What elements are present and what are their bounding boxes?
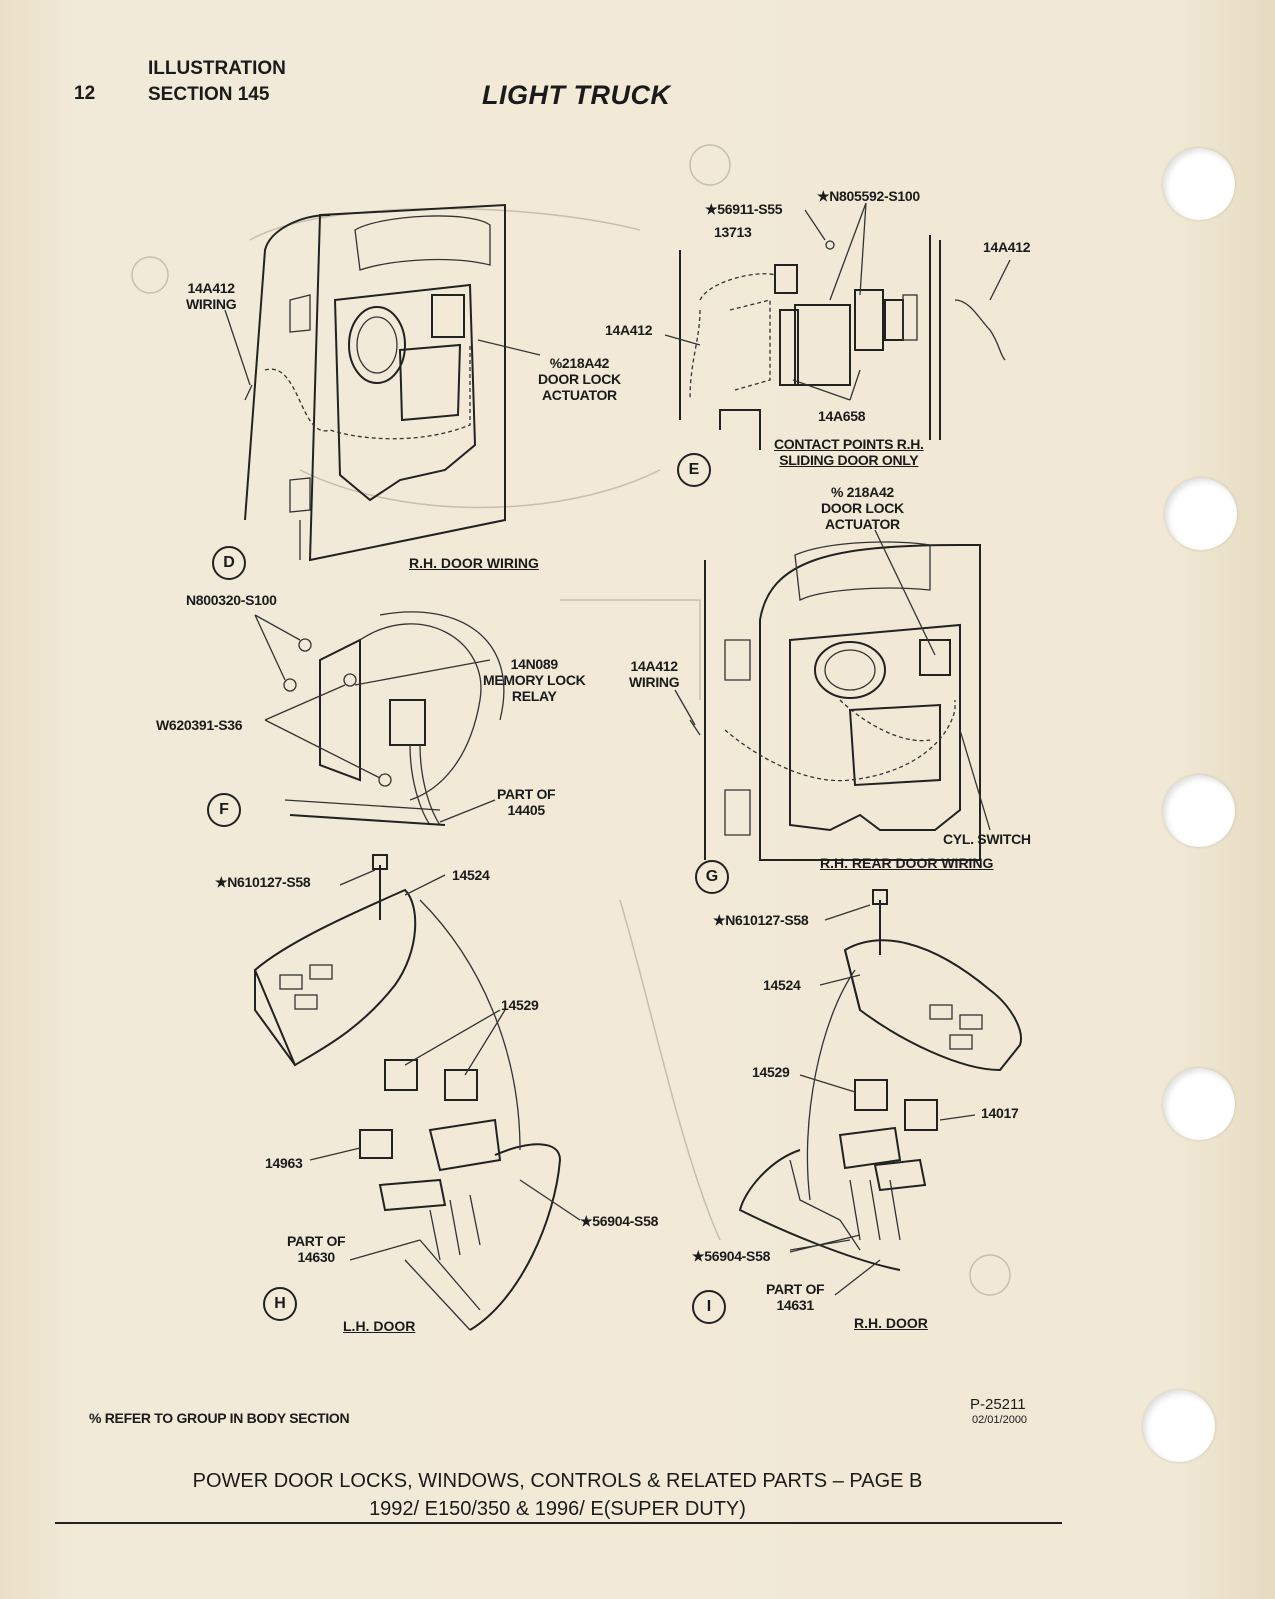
view-f-nut-label: N800320-S100	[186, 592, 277, 608]
binder-hole-4	[1163, 1068, 1235, 1140]
view-h-part-label: PART OF 14630	[287, 1233, 346, 1265]
view-g-art	[674, 529, 991, 861]
view-i-marker: I	[692, 1290, 726, 1324]
binder-hole-2	[1165, 478, 1237, 550]
binder-hole-1	[1163, 148, 1235, 220]
view-e-wiring-left: 14A412	[605, 322, 653, 338]
view-e-part-13713: 13713	[714, 224, 752, 240]
page-number: 12	[74, 83, 96, 104]
view-d-art	[224, 203, 541, 562]
view-h-switch2-label: 14963	[265, 1155, 303, 1171]
view-f-part-label: PART OF 14405	[497, 786, 556, 818]
view-h-switch-label: 14529	[501, 997, 539, 1013]
illustration-part-number: P-25211	[970, 1396, 1026, 1413]
view-i-caption: R.H. DOOR	[854, 1315, 928, 1331]
view-e-screw-label: ★56911-S55	[705, 201, 783, 217]
view-d-wiring-label: 14A412 WIRING	[186, 280, 237, 312]
view-e-contact-part: 14A658	[818, 408, 866, 424]
view-g-wiring-label: 14A412 WIRING	[629, 658, 680, 690]
section-heading: SECTION 145	[148, 84, 270, 105]
view-g-switch-label: CYL. SWITCH	[943, 831, 1031, 847]
view-g-marker: G	[695, 860, 729, 894]
view-f-relay-label: 14N089 MEMORY LOCK RELAY	[483, 656, 586, 704]
view-i-switch-label: 14529	[752, 1064, 790, 1080]
binder-hole-5	[1143, 1390, 1215, 1462]
view-h-marker: H	[263, 1287, 297, 1321]
view-d-caption: R.H. DOOR WIRING	[409, 555, 539, 571]
page-title: LIGHT TRUCK	[482, 80, 671, 110]
illustration-heading: ILLUSTRATION	[148, 58, 286, 79]
view-h-screw-label: ★N610127-S58	[215, 874, 311, 890]
view-e-caption: CONTACT POINTS R.H. SLIDING DOOR ONLY	[774, 436, 924, 468]
view-f-marker: F	[207, 793, 241, 827]
view-i-fastener-label: ★56904-S58	[692, 1248, 771, 1264]
view-e-wiring-right: 14A412	[983, 239, 1031, 255]
view-i-screw-label: ★N610127-S58	[713, 912, 809, 928]
view-h-bezel-label: 14524	[452, 867, 490, 883]
illustration-date: 02/01/2000	[972, 1414, 1028, 1426]
view-i-part-label: PART OF 14631	[766, 1281, 825, 1313]
view-e-marker: E	[677, 453, 711, 487]
view-i-bezel-label: 14524	[763, 977, 801, 993]
footer-line-1: POWER DOOR LOCKS, WINDOWS, CONTROLS & RE…	[192, 1470, 923, 1492]
view-d-actuator-label: %218A42 DOOR LOCK ACTUATOR	[538, 355, 621, 403]
view-h-art	[253, 854, 581, 1331]
view-h-fastener-label: ★56904-S58	[580, 1213, 659, 1229]
view-h-caption: L.H. DOOR	[343, 1318, 416, 1334]
view-g-caption: R.H. REAR DOOR WIRING	[820, 855, 994, 871]
view-f-screw-label: W620391-S36	[156, 717, 243, 733]
view-g-actuator-label: % 218A42 DOOR LOCK ACTUATOR	[821, 484, 904, 532]
view-i-art	[738, 889, 1022, 1296]
view-e-nut-label: ★N805592-S100	[817, 188, 920, 204]
view-e-art	[664, 202, 1011, 450]
binder-hole-3	[1163, 775, 1235, 847]
view-d-marker: D	[212, 546, 246, 580]
group-note: % REFER TO GROUP IN BODY SECTION	[89, 1410, 350, 1426]
view-f-art	[254, 611, 505, 826]
bleed-through-ghost	[131, 144, 1011, 1296]
view-i-switch2-label: 14017	[981, 1105, 1019, 1121]
footer-line-2: 1992/ E150/350 & 1996/ E(SUPER DUTY)	[369, 1498, 746, 1520]
